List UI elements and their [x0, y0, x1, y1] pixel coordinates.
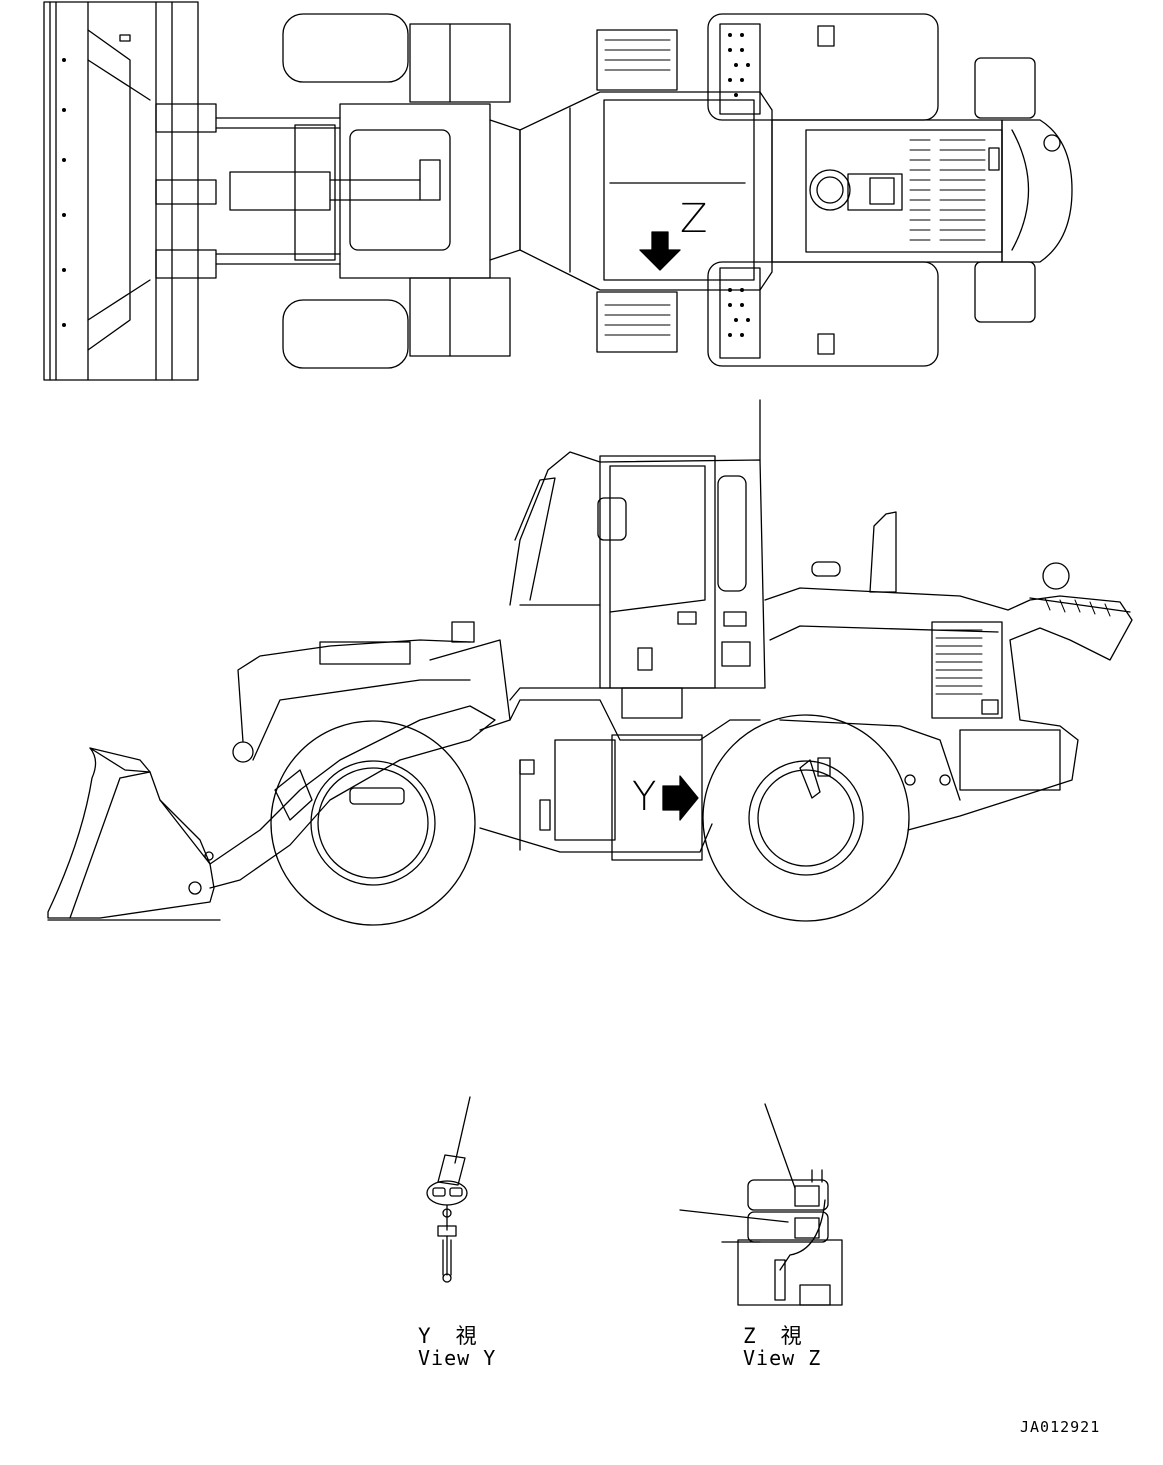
- view-y-caption-jp: Y 視: [418, 1324, 479, 1348]
- side-view-engine-hood: [764, 511, 1133, 831]
- top-view-front-tires: [282, 13, 511, 369]
- view-y-detail: [426, 1096, 471, 1283]
- side-view-front-wheel: [270, 720, 476, 926]
- y-view-marker: Y: [632, 774, 657, 820]
- side-view-bucket: [47, 747, 215, 919]
- view-z-caption-en: View Z: [743, 1346, 822, 1370]
- side-view-rear-wheel: [702, 714, 910, 922]
- view-z-detail: [679, 1103, 843, 1306]
- top-view-lift-arms: [155, 103, 421, 279]
- side-view-chassis: [479, 687, 761, 861]
- drawing-id: JA012921: [1020, 1418, 1101, 1436]
- side-view-cab: [509, 399, 766, 701]
- view-z-caption-jp: Z 視: [743, 1324, 804, 1348]
- side-view-lift-arm: [209, 621, 511, 889]
- top-view-bucket: [43, 1, 199, 381]
- top-view-rear-fenders: [707, 13, 939, 367]
- view-y-caption-en: View Y: [418, 1346, 497, 1370]
- side-view: [47, 399, 1133, 926]
- top-view-engine-hood: [771, 119, 1003, 263]
- z-view-arrow: [639, 231, 681, 271]
- top-view-cab: [519, 29, 773, 353]
- z-view-marker: Z: [680, 196, 708, 242]
- top-view-front-frame: [339, 103, 521, 279]
- y-view-arrow: [662, 775, 699, 821]
- top-view: [43, 1, 1073, 381]
- top-view-counterweight: [974, 57, 1073, 323]
